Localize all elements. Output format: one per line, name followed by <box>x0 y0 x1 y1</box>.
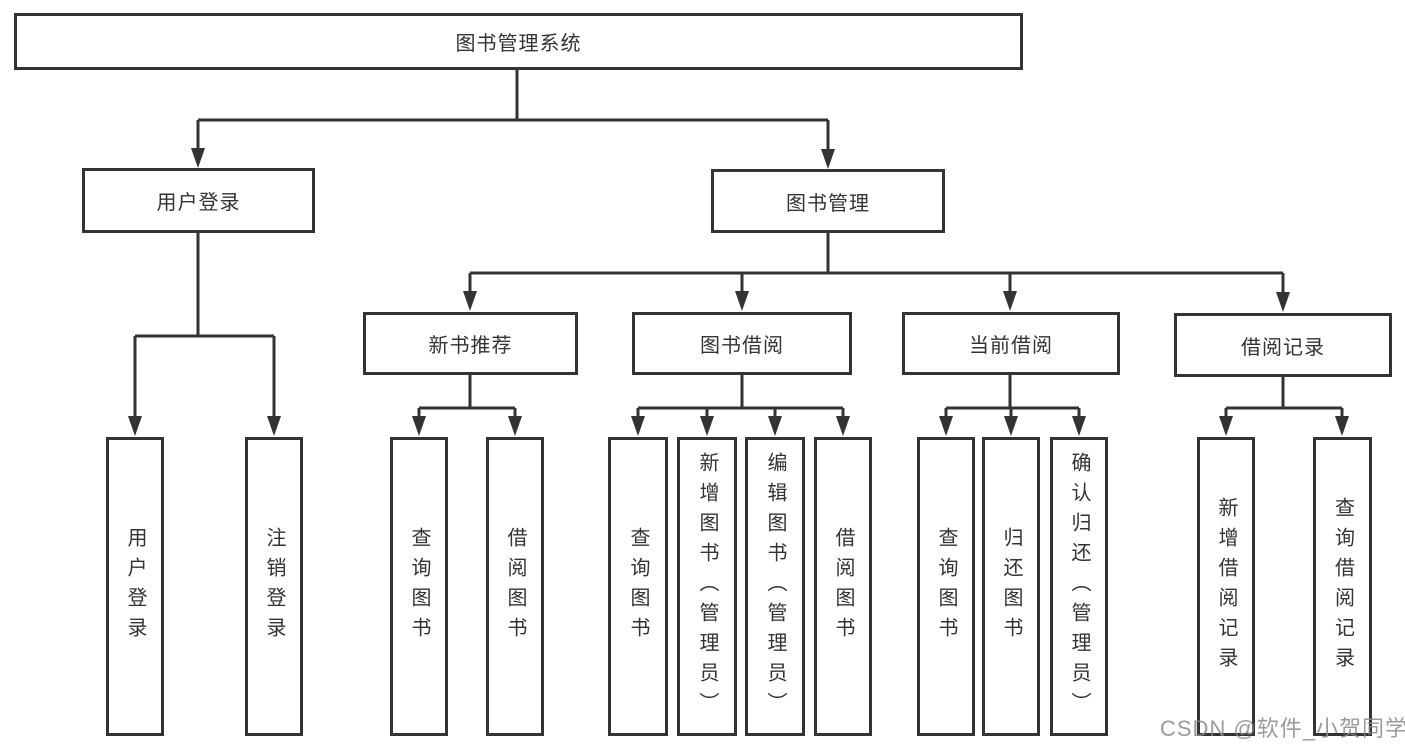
node-current-borrow-label: 当前借阅 <box>969 335 1053 357</box>
node-book-borrow-label: 图书借阅 <box>700 335 784 357</box>
connector-root-to-level2 <box>191 70 835 169</box>
connector-new-book-children <box>412 375 522 436</box>
node-leaf-query-book-2-label: 查询图书 <box>627 526 649 647</box>
node-leaf-query-book-3-label: 查询图书 <box>935 526 957 647</box>
node-book-mgmt: 图书管理 <box>711 169 945 233</box>
node-book-borrow: 图书借阅 <box>632 312 852 375</box>
node-user-login: 用户登录 <box>82 168 315 233</box>
node-leaf-query-book-1: 查询图书 <box>390 437 448 736</box>
node-leaf-query-book-1-label: 查询图书 <box>408 526 430 647</box>
node-current-borrow: 当前借阅 <box>902 312 1120 375</box>
node-leaf-return-book: 归还图书 <box>982 437 1040 736</box>
node-root-label: 图书管理系统 <box>455 33 582 55</box>
node-leaf-query-record: 查询借阅记录 <box>1313 437 1372 736</box>
node-leaf-user-login: 用户登录 <box>106 437 164 736</box>
node-leaf-add-book-label: 新增图书（管理员） <box>696 451 718 722</box>
node-leaf-confirm-return: 确认归还（管理员） <box>1050 437 1108 736</box>
node-leaf-borrow-book-1: 借阅图书 <box>486 437 544 736</box>
node-leaf-borrow-book-1-label: 借阅图书 <box>504 526 526 647</box>
connector-book-mgmt-children <box>463 232 1290 312</box>
connector-current-borrow-children <box>939 375 1086 436</box>
watermark-text: CSDN @软件_小贺同学 <box>1160 716 1405 741</box>
node-leaf-query-book-2: 查询图书 <box>608 437 668 736</box>
connector-user-login-children <box>128 233 281 436</box>
node-leaf-edit-book-label: 编辑图书（管理员） <box>764 451 786 722</box>
node-borrow-records: 借阅记录 <box>1174 313 1392 377</box>
node-leaf-query-book-3: 查询图书 <box>917 437 975 736</box>
node-leaf-edit-book: 编辑图书（管理员） <box>745 437 805 736</box>
node-new-book-rec-label: 新书推荐 <box>428 335 513 357</box>
connector-borrow-records-children <box>1219 377 1349 436</box>
node-leaf-return-book-label: 归还图书 <box>1000 526 1022 647</box>
node-leaf-borrow-book-2-label: 借阅图书 <box>832 526 854 647</box>
node-leaf-add-record-label: 新增借阅记录 <box>1215 496 1237 677</box>
node-leaf-add-record: 新增借阅记录 <box>1197 437 1255 736</box>
node-borrow-records-label: 借阅记录 <box>1241 336 1325 359</box>
node-leaf-logout-label: 注销登录 <box>263 526 285 647</box>
node-leaf-user-login-label: 用户登录 <box>124 526 146 647</box>
node-new-book-rec: 新书推荐 <box>363 312 578 375</box>
node-leaf-confirm-return-label: 确认归还（管理员） <box>1068 451 1090 722</box>
node-leaf-borrow-book-2: 借阅图书 <box>814 437 872 736</box>
node-leaf-logout: 注销登录 <box>245 437 303 736</box>
connector-book-borrow-children <box>631 375 850 436</box>
node-book-mgmt-label: 图书管理 <box>786 192 870 215</box>
node-leaf-query-record-label: 查询借阅记录 <box>1331 496 1354 677</box>
node-leaf-add-book: 新增图书（管理员） <box>677 437 737 736</box>
node-root: 图书管理系统 <box>14 13 1023 70</box>
node-user-login-label: 用户登录 <box>156 192 241 214</box>
